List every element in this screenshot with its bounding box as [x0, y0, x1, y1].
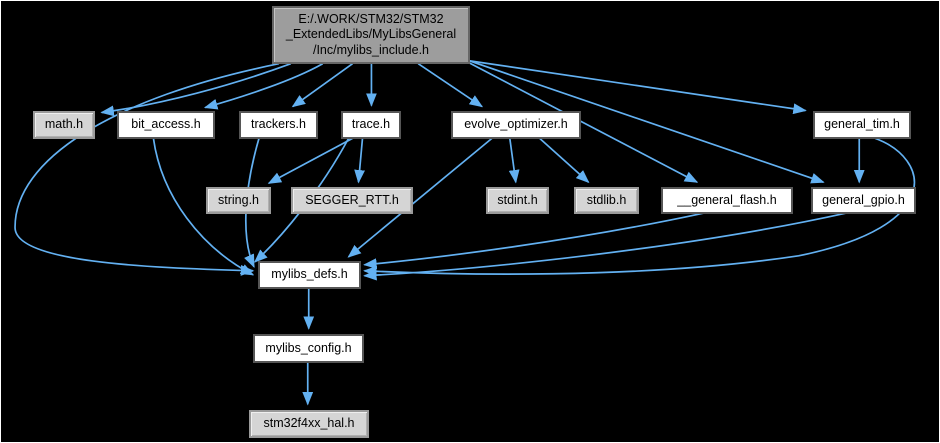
- node-mylibs_include: E:/.WORK/STM32/STM32_ExtendedLibs/MyLibs…: [272, 6, 470, 64]
- node-label: mylibs_defs.h: [271, 267, 348, 282]
- edge-general_gpio-to-mylibs_defs: [363, 212, 847, 281]
- edge-general_tim-to-mylibs_defs: [363, 137, 916, 277]
- edge-mylibs_include-to-trackers: [291, 63, 354, 108]
- node-label: bit_access.h: [131, 117, 201, 132]
- node-math: math.h: [33, 111, 95, 139]
- node-segger_rtt: SEGGER_RTT.h: [291, 187, 413, 214]
- edge-evolve_optimizer-to-mylibs_defs: [347, 137, 493, 258]
- node-label: stdint.h: [497, 192, 538, 207]
- node-trace[interactable]: trace.h: [341, 111, 401, 139]
- node-mylibs_config[interactable]: mylibs_config.h: [253, 334, 364, 363]
- node-label: __general_flash.h: [677, 192, 777, 207]
- edge-trace-to-segger_rtt: [354, 138, 366, 184]
- edge-mylibs_include-to-mylibs_defs: [14, 62, 280, 276]
- edge-evolve_optimizer-to-stdint: [508, 138, 520, 184]
- node-label: general_gpio.h: [822, 192, 905, 207]
- edge-general_flash-to-mylibs_defs: [363, 212, 705, 270]
- node-label: mylibs_config.h: [265, 340, 352, 355]
- node-general_gpio[interactable]: general_gpio.h: [811, 187, 916, 214]
- node-label: trackers.h: [251, 117, 306, 132]
- node-label: math.h: [44, 117, 84, 132]
- edge-mylibs_include-to-evolve_optimizer: [417, 63, 484, 108]
- node-bit_access[interactable]: bit_access.h: [117, 111, 215, 139]
- node-general_flash[interactable]: __general_flash.h: [661, 187, 793, 214]
- node-trackers[interactable]: trackers.h: [239, 111, 318, 139]
- node-label: general_tim.h: [824, 117, 900, 132]
- edge-mylibs_include-to-bit_access: [203, 62, 324, 110]
- node-label: stm32f4xx_hal.h: [263, 416, 355, 431]
- node-general_tim[interactable]: general_tim.h: [813, 111, 911, 139]
- edge-mylibs_include-to-general_gpio: [468, 59, 825, 184]
- node-label: stdlib.h: [586, 192, 627, 207]
- node-label: evolve_optimizer.h: [464, 117, 568, 132]
- node-label: _ExtendedLibs/MyLibsGeneral: [285, 27, 457, 42]
- edge-bit_access-to-mylibs_defs: [152, 138, 255, 276]
- node-label: SEGGER_RTT.h: [305, 192, 399, 207]
- edge-mylibs_include-to-math: [100, 62, 292, 117]
- node-evolve_optimizer[interactable]: evolve_optimizer.h: [451, 111, 581, 139]
- node-string: string.h: [206, 187, 271, 214]
- node-stm32f4xx_hal: stm32f4xx_hal.h: [249, 410, 369, 438]
- edge-mylibs_include-to-general_flash: [468, 61, 699, 183]
- node-label: string.h: [218, 192, 259, 207]
- node-stdint: stdint.h: [486, 187, 549, 214]
- edge-evolve_optimizer-to-stdlib: [539, 137, 590, 184]
- edge-mylibs_include-to-general_tim: [468, 59, 807, 115]
- node-stdlib: stdlib.h: [574, 187, 639, 214]
- node-mylibs_defs[interactable]: mylibs_defs.h: [258, 261, 361, 289]
- edge-trace-to-string: [267, 137, 353, 184]
- node-label: E:/.WORK/STM32/STM32: [298, 11, 444, 26]
- node-label: /Inc/mylibs_include.h: [312, 42, 430, 57]
- node-label: trace.h: [351, 117, 391, 132]
